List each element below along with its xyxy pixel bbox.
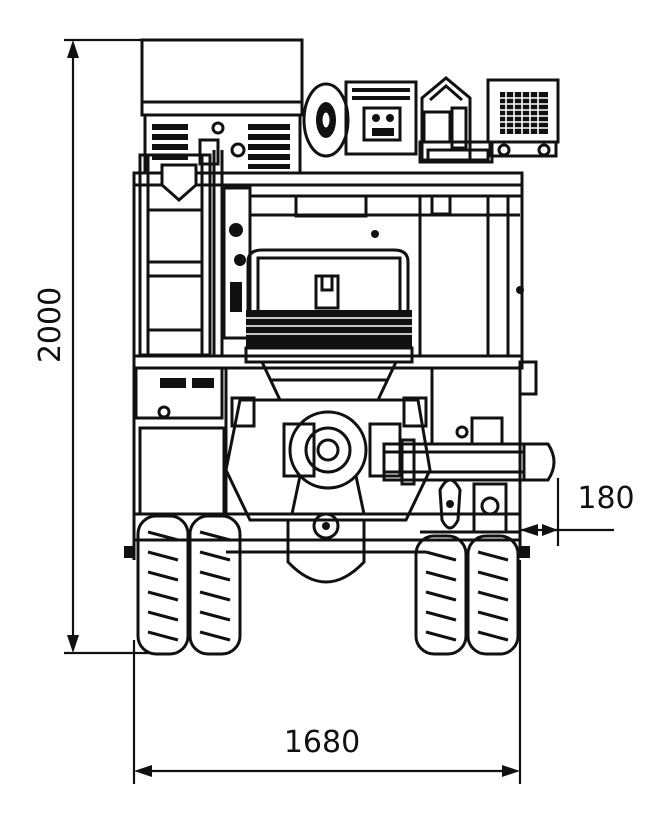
engine-assembly (302, 80, 418, 158)
control-housing (418, 76, 494, 164)
offset-dimension-label: 180 (577, 481, 634, 516)
height-dimension-label: 2000 (33, 287, 68, 363)
width-dimension-label: 1680 (284, 725, 360, 760)
machine-body (124, 38, 560, 656)
pump-body (224, 396, 432, 584)
left-wheel-pair (136, 514, 242, 656)
right-wheel-pair (414, 534, 520, 656)
width-dimension: 1680 (132, 560, 522, 784)
main-frame (132, 171, 524, 370)
right-lower-assembly (420, 360, 538, 558)
left-lower-cabinet (132, 366, 228, 560)
radiator (486, 78, 560, 158)
mixer-tank (244, 248, 414, 402)
offset-dimension: 180 (520, 478, 635, 546)
height-dimension: 2000 (33, 38, 150, 655)
lower-frame (124, 512, 530, 558)
discharge-pipe (382, 416, 556, 486)
side-ladder (138, 150, 252, 357)
top-hopper-box (140, 38, 304, 175)
